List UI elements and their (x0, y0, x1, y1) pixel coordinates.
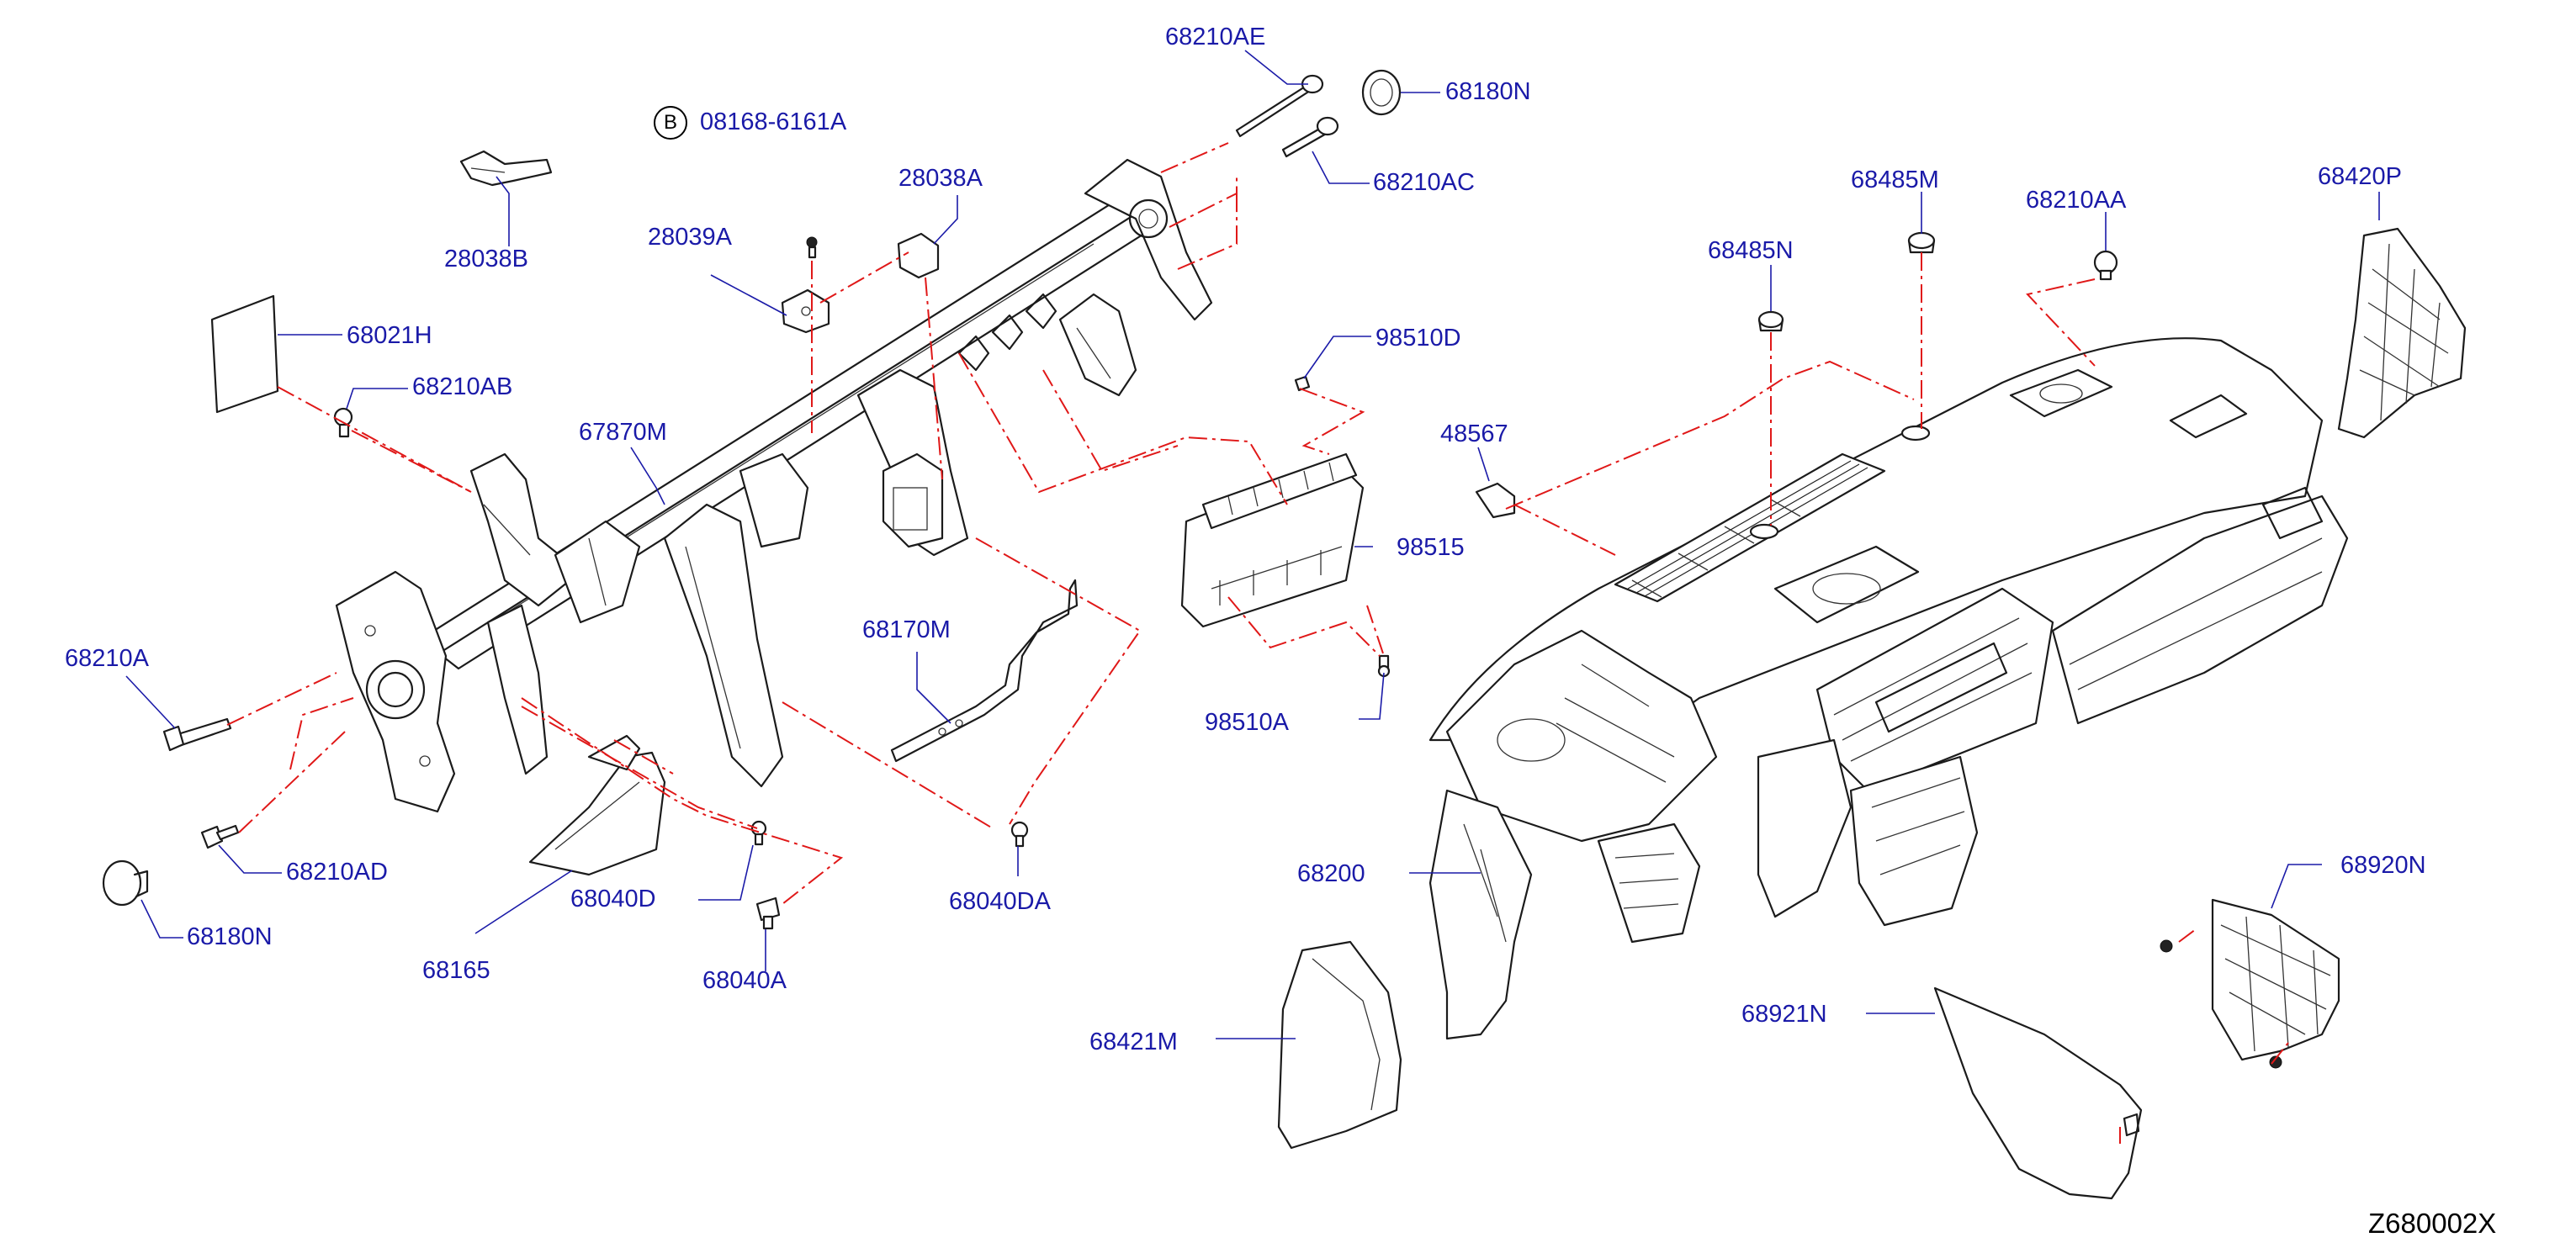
label-68170m[interactable]: 68170M (862, 616, 951, 643)
label-68165[interactable]: 68165 (422, 957, 490, 984)
pad-68021h[interactable] (210, 294, 279, 414)
label-67870m[interactable]: 67870M (579, 419, 667, 446)
bolt-68210ac[interactable] (1281, 116, 1339, 158)
label-98515[interactable]: 98515 (1397, 534, 1465, 561)
label-98510d[interactable]: 98510D (1375, 325, 1461, 352)
cap-68485m[interactable] (1907, 231, 1936, 254)
label-28039a[interactable]: 28039A (648, 224, 732, 251)
bracket-28038a[interactable] (897, 232, 940, 279)
bracket-28038b[interactable] (459, 150, 553, 187)
label-68921n[interactable]: 68921N (1741, 1001, 1827, 1028)
cap-68180n-top[interactable] (1361, 69, 1402, 116)
bolt-reference-mark: B (654, 106, 687, 140)
label-68040da[interactable]: 68040DA (949, 888, 1051, 915)
label-68920n[interactable]: 68920N (2340, 852, 2426, 879)
label-68421m[interactable]: 68421M (1089, 1029, 1178, 1055)
bolt-68210ae[interactable] (1235, 74, 1324, 138)
diagram-code: Z680002X (2368, 1208, 2497, 1239)
label-68180n-top[interactable]: 68180N (1445, 78, 1531, 105)
airbag-module-98515[interactable] (1180, 452, 1365, 628)
label-68021h[interactable]: 68021H (347, 322, 432, 349)
label-68210ad[interactable]: 68210AD (286, 859, 388, 886)
leader-lines (125, 50, 2380, 1039)
clip-48567[interactable] (1475, 482, 1516, 519)
label-68210ac[interactable]: 68210AC (1373, 169, 1475, 196)
label-68485m[interactable]: 68485M (1851, 167, 1939, 193)
label-68210a[interactable]: 68210A (65, 645, 149, 672)
label-28038b[interactable]: 28038B (444, 246, 528, 272)
cap-68180n-bottom[interactable] (102, 859, 149, 907)
side-cover-68421m[interactable] (1277, 940, 1402, 1150)
label-68040d[interactable]: 68040D (570, 886, 656, 912)
bracket-68170m[interactable] (890, 579, 1079, 763)
bolt-68210a[interactable] (162, 717, 232, 752)
installation-lines (226, 142, 2289, 1144)
label-68210ab[interactable]: 68210AB (412, 373, 513, 400)
bolt-68040a[interactable] (755, 896, 781, 930)
clip-68210aa[interactable] (2093, 250, 2118, 281)
lower-cover-68921n[interactable] (1933, 986, 2143, 1200)
bracket-68165[interactable] (528, 734, 666, 876)
cap-68485n[interactable] (1757, 310, 1784, 332)
label-08168-6161a[interactable]: 08168-6161A (700, 108, 847, 135)
bolt-68210ad[interactable] (200, 824, 240, 849)
label-28038a[interactable]: 28038A (898, 165, 983, 192)
bolt-68040d[interactable] (750, 820, 767, 846)
label-68040a[interactable]: 68040A (702, 967, 787, 994)
label-98510a[interactable]: 98510A (1205, 709, 1289, 736)
instrument-panel-68200[interactable] (1428, 337, 2349, 1040)
side-cover-68420p[interactable] (2337, 227, 2467, 439)
label-48567[interactable]: 48567 (1440, 420, 1508, 447)
label-68200[interactable]: 68200 (1297, 860, 1365, 887)
lower-cover-68920n[interactable] (2160, 898, 2340, 1069)
bolt-68040da[interactable] (1010, 821, 1029, 848)
label-68210ae[interactable]: 68210AE (1165, 24, 1266, 50)
screw-98510d[interactable] (1294, 375, 1311, 392)
label-68180n-bottom[interactable]: 68180N (187, 923, 273, 950)
label-68485n[interactable]: 68485N (1708, 237, 1794, 264)
bracket-28039a[interactable] (781, 288, 830, 334)
label-68420p[interactable]: 68420P (2318, 163, 2402, 190)
bolt-08168-6161a[interactable] (806, 236, 818, 259)
screw-98510a[interactable] (1377, 654, 1391, 678)
steering-member-67870m[interactable] (335, 158, 1213, 813)
label-68210aa[interactable]: 68210AA (2026, 187, 2127, 214)
